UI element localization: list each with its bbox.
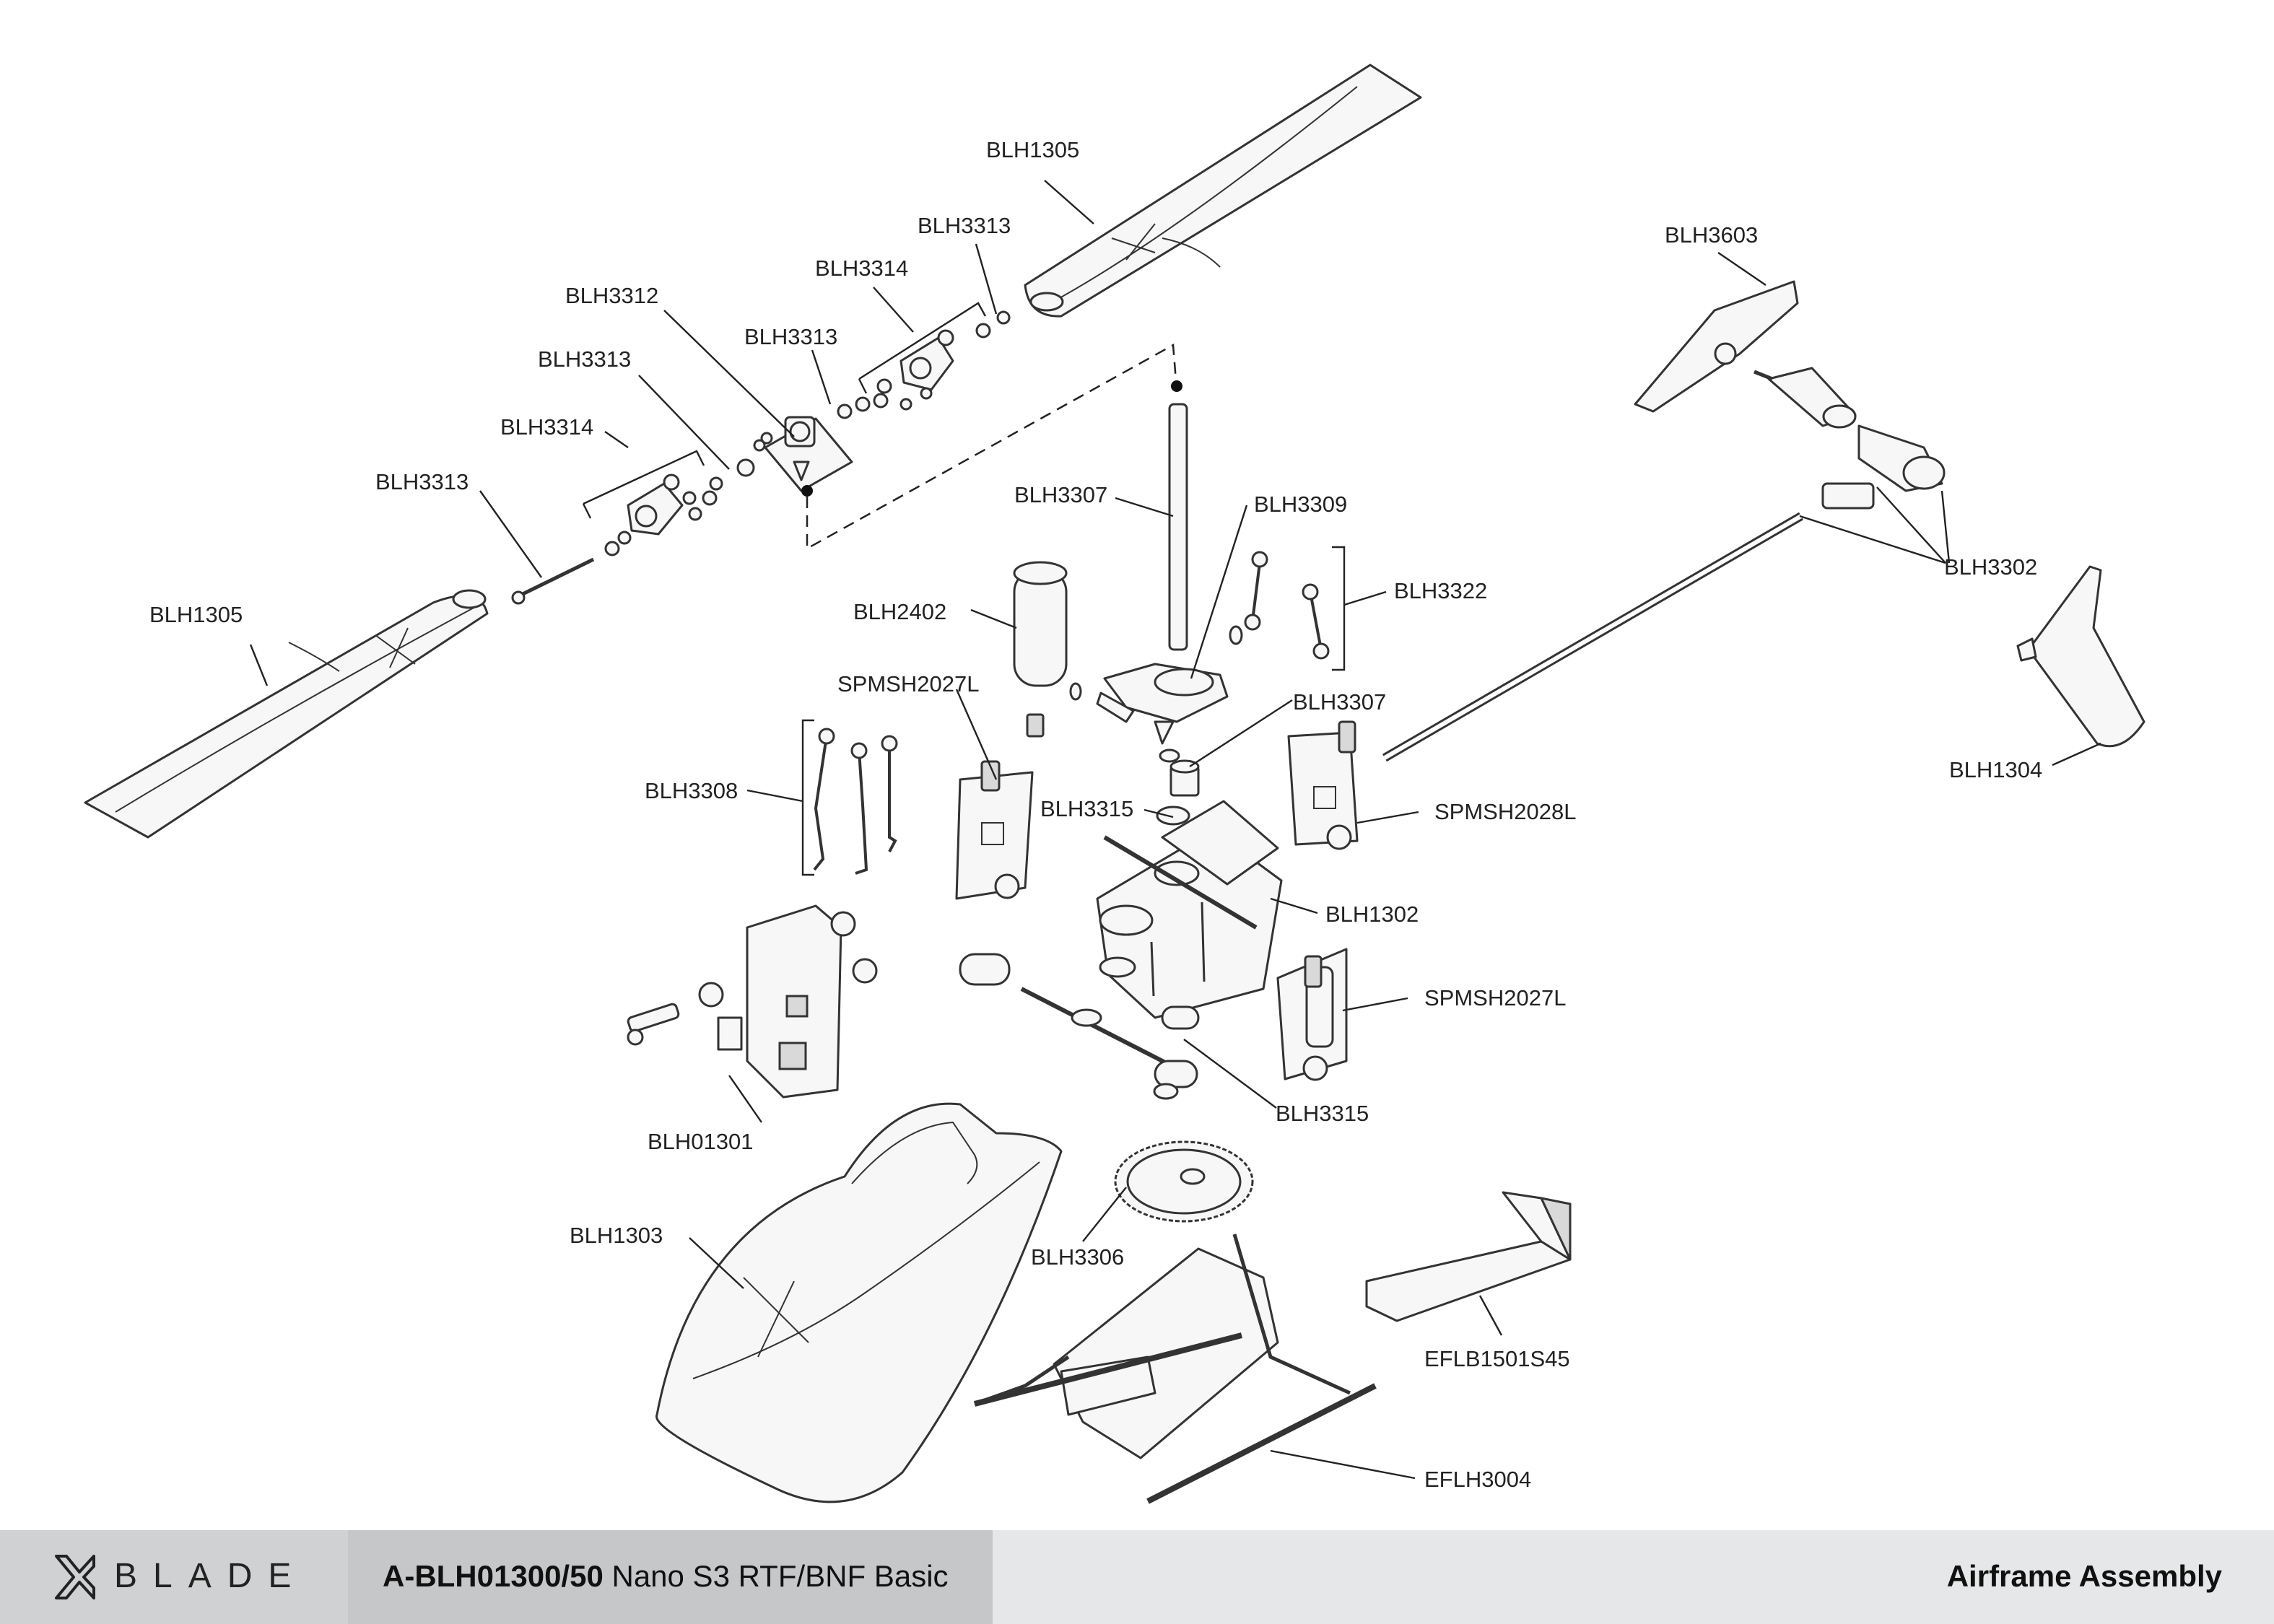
label-blh3603: BLH3603 (1665, 222, 1758, 248)
footer-title-cell: A-BLH01300/50 Nano S3 RTF/BNF Basic (348, 1530, 993, 1624)
part-number: A-BLH01300/50 (383, 1559, 604, 1593)
landing-skid (974, 1234, 1377, 1504)
footer-bar: BLADE A-BLH01300/50 Nano S3 RTF/BNF Basi… (0, 1530, 2274, 1624)
bracket-blh3314-top (858, 302, 987, 394)
bracket-blh3308 (801, 719, 814, 876)
bracket-blh3314-left (582, 450, 705, 519)
tail-rotor (1634, 280, 1799, 413)
tail-fin (2016, 565, 2146, 748)
label-eflb1501s45: EFLB1501S45 (1424, 1346, 1570, 1371)
main-frame (1020, 800, 1283, 1067)
shaft-alignment-guide (806, 343, 1178, 551)
section-title: Airframe Assembly (1946, 1559, 2222, 1593)
label-blh3309: BLH3309 (1254, 492, 1347, 517)
leader-lines (249, 180, 2101, 1480)
label-blh3312: BLH3312 (565, 283, 658, 308)
label-blh3308: BLH3308 (645, 778, 738, 803)
alignment-dot-left (801, 485, 813, 497)
blade-logo-icon (55, 1555, 95, 1599)
label-blh2402: BLH2402 (853, 599, 946, 624)
label-blh1304: BLH1304 (1949, 757, 2042, 782)
tail-motor-mount (1754, 367, 1946, 510)
servo-linkages-short (1069, 551, 1330, 701)
label-blh3315-a: BLH3315 (1040, 796, 1133, 821)
servo-pushrods (813, 728, 898, 875)
airframe-exploded-diagram: BLH1305 BLH3313 BLH3314 BLH3312 BLH3313 … (84, 64, 2146, 1504)
footer-section-cell: Airframe Assembly (993, 1530, 2274, 1624)
label-eflh3004: EFLH3004 (1424, 1467, 1531, 1492)
rotor-hub (764, 416, 853, 492)
label-spmsh2027l-b: SPMSH2027L (1424, 985, 1566, 1010)
product-name: Nano S3 RTF/BNF Basic (603, 1559, 949, 1593)
label-spmsh2027l-a: SPMSH2027L (837, 671, 979, 697)
bracket-blh3322 (1332, 546, 1346, 671)
label-blh3313-a: BLH3313 (918, 213, 1011, 238)
tail-boom (1382, 512, 1804, 762)
frame-spacers (959, 953, 1200, 1100)
label-blh3307-shaft: BLH3307 (1014, 482, 1107, 507)
label-blh3302: BLH3302 (1944, 554, 2037, 580)
document-title: A-BLH01300/50 Nano S3 RTF/BNF Basic (383, 1559, 949, 1594)
label-blh01301: BLH01301 (648, 1129, 754, 1154)
label-blh1303: BLH1303 (570, 1223, 663, 1248)
label-spmsh2028l: SPMSH2028L (1434, 799, 1576, 824)
label-blh3315-b: BLH3315 (1276, 1101, 1369, 1126)
label-blh3313-b: BLH3313 (744, 324, 837, 349)
canopy (655, 1102, 1063, 1503)
label-blh3322: BLH3322 (1394, 578, 1487, 603)
main-shaft (1168, 403, 1188, 651)
footer-brand-cell: BLADE (0, 1530, 348, 1624)
label-blh3314-b: BLH3314 (500, 414, 593, 440)
battery (1365, 1191, 1572, 1322)
shaft-collar (1156, 748, 1200, 826)
main-motor (1013, 561, 1068, 738)
label-blh3313-d: BLH3313 (375, 469, 469, 494)
main-gear (1114, 1140, 1254, 1223)
label-blh3313-c: BLH3313 (538, 346, 631, 372)
label-blh1302: BLH1302 (1325, 902, 1419, 927)
grip-bolt (511, 557, 595, 605)
label-blh1305-top: BLH1305 (986, 137, 1079, 162)
label-blh3307-collar: BLH3307 (1293, 689, 1386, 715)
brand-name: BLADE (114, 1557, 308, 1595)
servo-left (955, 760, 1034, 900)
alignment-dot-top (1171, 380, 1182, 392)
servo-bottom (1276, 948, 1348, 1081)
bearing-washers (604, 310, 1011, 556)
flight-controller-board (627, 904, 878, 1099)
blade-grip-left (627, 473, 684, 536)
swashplate (1096, 663, 1229, 745)
servo-right (1287, 720, 1359, 850)
main-rotor-blade-left (84, 589, 489, 839)
label-blh1305-left: BLH1305 (149, 602, 243, 627)
main-rotor-blade-top (1024, 64, 1422, 318)
label-blh3314-a: BLH3314 (815, 256, 908, 281)
label-blh3306: BLH3306 (1031, 1244, 1124, 1270)
blade-grip-right (899, 329, 954, 391)
